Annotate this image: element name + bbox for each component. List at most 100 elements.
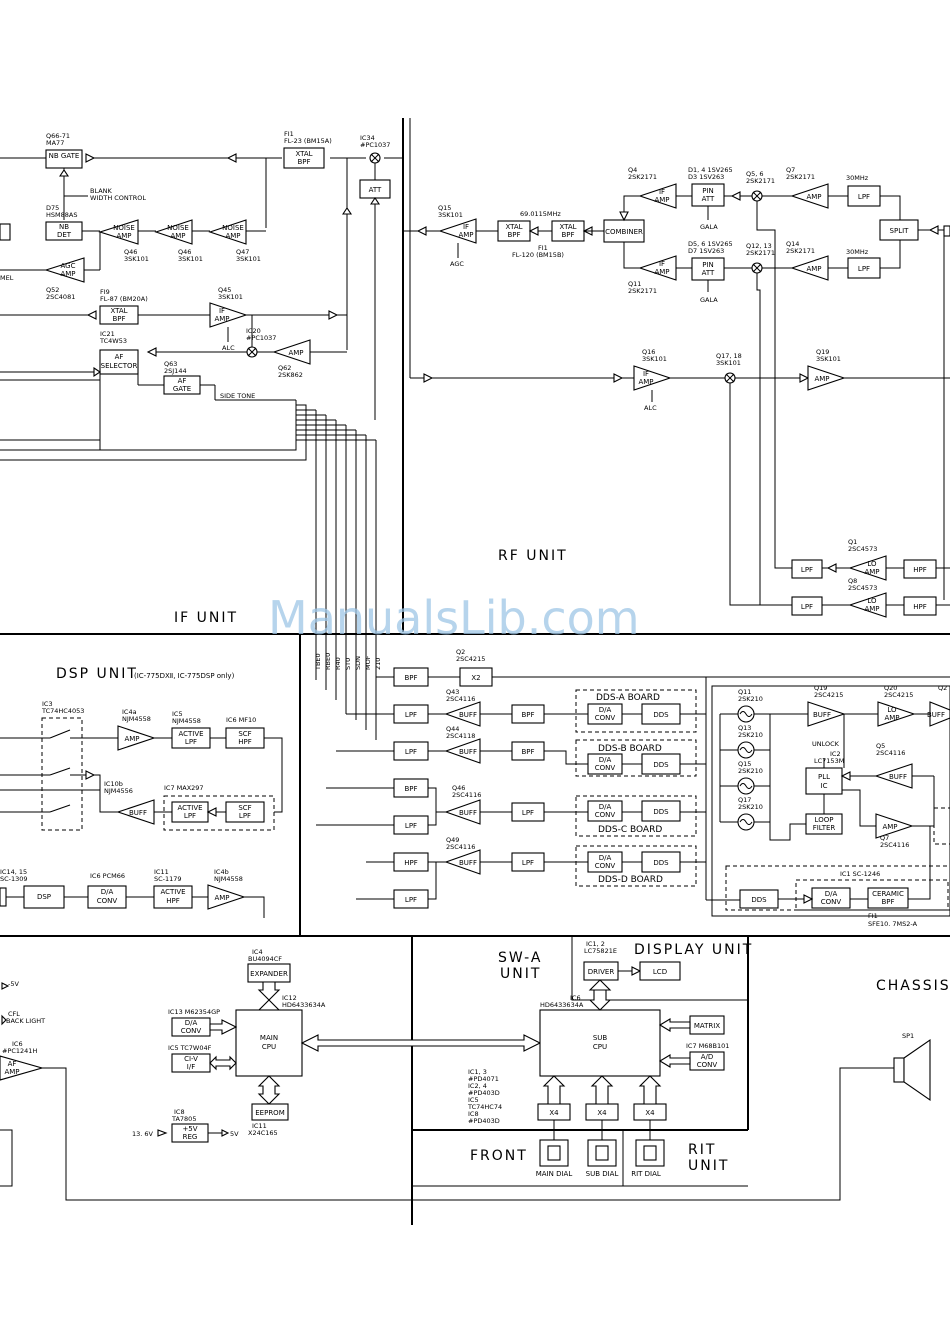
svg-text:TC4W53: TC4W53 [99,337,127,345]
svg-text:CONV: CONV [595,811,616,819]
svg-text:MAIN DIAL: MAIN DIAL [536,1170,573,1178]
svg-text:PIN: PIN [702,187,714,195]
unit-borders [0,118,950,1225]
svg-text:5V: 5V [230,1130,239,1138]
svg-text:LCD: LCD [653,968,667,976]
svg-text:BPF: BPF [521,711,534,719]
svg-text:BUFF: BUFF [459,809,477,817]
svg-text:69.0115MHz: 69.0115MHz [520,210,561,218]
svg-text:DDS: DDS [653,859,669,867]
svg-text:AMP: AMP [458,231,473,239]
lo-hpf-1 [903,559,937,579]
svg-text:IC11: IC11 [154,868,169,876]
speaker-icon [903,1038,931,1102]
svg-text:TC74HC4053: TC74HC4053 [41,707,84,715]
noise-amp-3 [208,219,247,245]
svg-text:D/A: D/A [599,803,612,811]
svg-text:AMP: AMP [806,193,821,201]
q2x-buff [929,701,950,727]
svg-text:3SK101: 3SK101 [716,359,741,367]
svg-text:SUB DIAL: SUB DIAL [586,1170,619,1178]
svg-text:FI1: FI1 [868,912,878,920]
svg-text:X4: X4 [597,1109,607,1117]
svg-text:Q2: Q2 [938,684,947,692]
svg-text:AMP: AMP [116,232,131,240]
svg-text:LPF: LPF [239,812,251,820]
svg-text:-5V: -5V [8,980,19,988]
svg-text:3SK101: 3SK101 [124,255,149,263]
svg-text:PIN: PIN [702,261,714,269]
af-amp [0,1055,45,1081]
svg-text:AMP: AMP [806,265,821,273]
svg-text:2SC4116: 2SC4116 [446,695,475,703]
svg-text:LPF: LPF [801,603,813,611]
svg-text:IC2: IC2 [830,750,841,758]
bus-label-4: SDN [354,656,362,670]
svg-text:Q17, 18: Q17, 18 [716,352,742,360]
svg-text:NJM4556: NJM4556 [104,787,133,795]
dds-section: BPF X2 Q2 2SC4215 LPF BUFF Q43 2SC4116 B… [316,450,950,909]
svg-text:Q44: Q44 [446,725,459,733]
svg-text:AMP: AMP [864,568,879,576]
svg-text:CFL: CFL [8,1010,20,1018]
svg-text:2SK210: 2SK210 [738,731,763,739]
svg-text:3SK101: 3SK101 [816,355,841,363]
svg-text:IC6: IC6 [12,1040,23,1048]
svg-text:IC6 PCM66: IC6 PCM66 [90,872,125,880]
svg-text:+5V: +5V [182,1125,197,1133]
svg-text:IC21: IC21 [100,330,115,338]
svg-text:A/D: A/D [701,1053,714,1061]
svg-text:Q20: Q20 [884,684,897,692]
eeprom [251,1103,289,1121]
svg-text:CONV: CONV [595,714,616,722]
svg-text:IC1 SC-1246: IC1 SC-1246 [840,870,880,878]
svg-text:30MHz: 30MHz [846,174,869,182]
svg-text:ALC: ALC [222,344,235,352]
svg-text:BPF: BPF [404,674,417,682]
svg-text:AMP: AMP [225,232,240,240]
svg-text:CONV: CONV [181,1027,202,1035]
svg-text:IC5: IC5 [172,710,183,718]
svg-text:NOISE: NOISE [167,224,189,232]
svg-text:IC1, 2: IC1, 2 [586,940,605,948]
svg-text:SC-1309: SC-1309 [0,875,28,883]
q16-if-amp [633,365,672,391]
svg-text:AF: AF [178,377,187,385]
svg-text:2SK2171: 2SK2171 [628,287,657,295]
svg-text:AMP: AMP [124,735,139,743]
svg-text:IC10b: IC10b [104,780,123,788]
svg-text:IC11: IC11 [252,1122,267,1130]
svg-text:13. 6V: 13. 6V [132,1130,154,1138]
svg-text:2SC4215: 2SC4215 [884,691,913,699]
svg-text:CONV: CONV [595,764,616,772]
svg-text:ATT: ATT [702,269,715,277]
svg-text:IC14, 15: IC14, 15 [0,868,27,876]
svg-text:2SC4116: 2SC4116 [452,791,481,799]
svg-text:2SK210: 2SK210 [738,803,763,811]
ic4a-amp [117,725,156,751]
svg-text:AMP: AMP [288,349,303,357]
svg-text:Q63: Q63 [164,360,177,368]
svg-text:BPF: BPF [881,898,894,906]
svg-text:Q13: Q13 [738,724,751,732]
pll-ic [805,767,843,795]
svg-text:BUFF: BUFF [889,773,907,781]
svg-text:AMP: AMP [638,378,653,386]
svg-text:BUFF: BUFF [129,809,147,817]
svg-text:LC75821E: LC75821E [584,947,617,955]
bus-label-1: RBE0 [324,653,332,670]
swa-unit-title-2: UNIT [500,966,541,982]
dsp-unit-note: (IC-775DXⅡ, IC-775DSP only) [134,672,235,680]
svg-text:BUFF: BUFF [927,711,945,719]
svg-text:IC8: IC8 [174,1108,185,1116]
svg-text:ALC: ALC [644,404,657,412]
svg-text:XTAL: XTAL [295,150,312,158]
svg-text:IC4a: IC4a [122,708,137,716]
svg-text:HPF: HPF [404,859,418,867]
svg-text:D75: D75 [46,204,59,212]
bus-label-5: MOF [364,655,372,670]
ceramic-bpf [867,887,909,909]
svg-text:SCF: SCF [238,730,251,738]
svg-text:D3 1SV263: D3 1SV263 [688,173,724,181]
svg-text:Q8: Q8 [848,577,857,585]
